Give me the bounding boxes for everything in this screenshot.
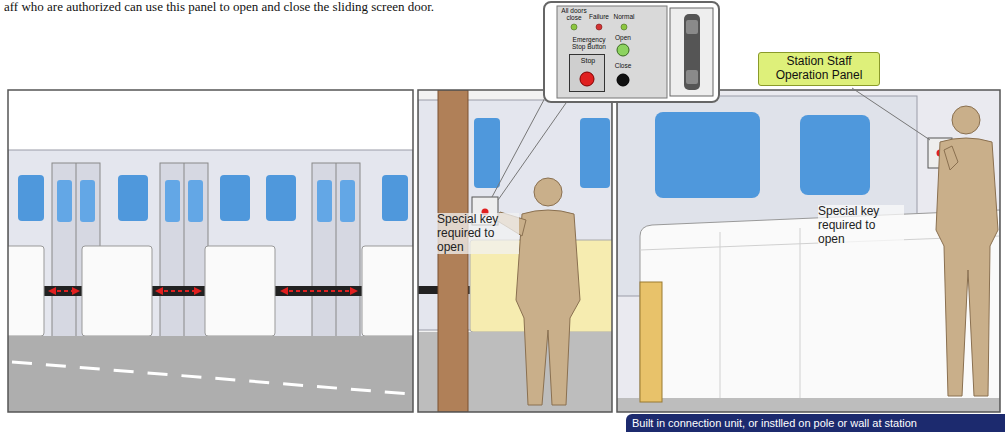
door-panel-scene-part-part xyxy=(720,232,721,405)
panel-inset-part xyxy=(557,6,667,98)
note-text: aff who are authorized can use this pane… xyxy=(4,0,434,14)
button-label: Open xyxy=(609,35,637,42)
panel-inset xyxy=(543,1,720,103)
pole-panel-scene xyxy=(418,90,615,412)
door-panel-scene-part xyxy=(617,96,1000,412)
platform-scene-part-part xyxy=(18,175,44,221)
panel-inset-part xyxy=(621,24,627,30)
panel-inset-part xyxy=(543,1,720,103)
pole-panel-scene-part-part xyxy=(474,118,500,188)
platform-scene-part-part xyxy=(340,180,355,222)
platform-scene-part-part xyxy=(362,246,413,336)
indicator-label: All doors close xyxy=(558,8,590,21)
callout-box: Station Staff Operation Panel xyxy=(758,52,880,86)
platform-scene-part-part xyxy=(282,290,356,292)
indicator-label: Failure xyxy=(585,14,613,21)
platform-scene-part xyxy=(8,90,413,412)
callout-text: Special key required to open xyxy=(437,213,519,254)
platform-scene-part-part xyxy=(165,180,180,222)
pole-panel-scene-part xyxy=(492,96,546,197)
platform-scene-part-part xyxy=(188,180,203,222)
button-label: Stop xyxy=(570,57,606,64)
button-frame: Stop xyxy=(569,54,605,92)
platform-scene-part-part xyxy=(12,362,410,394)
door-panel-scene-part-part xyxy=(952,106,980,134)
platform-scene-part xyxy=(8,150,413,412)
platform-scene-part-part xyxy=(50,290,78,292)
platform-scene-part-part xyxy=(80,180,95,222)
callout-text: Special key required to open xyxy=(818,205,904,246)
platform-scene xyxy=(4,90,418,412)
platform-scene-part-part xyxy=(317,180,332,222)
platform-scene-part-part xyxy=(160,163,208,338)
platform-scene-part-part xyxy=(8,150,413,338)
platform-scene-part-part xyxy=(157,290,200,292)
door-panel-scene-part-part xyxy=(617,398,1000,412)
panel-inset-part xyxy=(571,24,577,30)
door-panel-scene-part xyxy=(617,90,1000,412)
pole-panel-scene-part-part xyxy=(534,178,562,206)
platform-scene-part xyxy=(8,90,413,412)
door-panel-scene-part-part xyxy=(800,115,870,195)
panel-inset-part xyxy=(569,54,605,92)
door-panel-scene-part-part xyxy=(800,228,801,405)
platform-scene-part-part xyxy=(220,175,250,221)
callout-text: Station Staff Operation Panel xyxy=(763,55,875,83)
pole-panel-scene-part xyxy=(418,90,612,412)
platform-scene-part-part xyxy=(382,175,408,221)
platform-scene-part-part xyxy=(205,246,275,336)
platform-scene-part-part xyxy=(8,246,44,336)
button-label: Close xyxy=(609,63,637,70)
panel-inset-part xyxy=(686,20,698,34)
door-panel-scene-part xyxy=(617,90,1000,412)
panel-inset-part xyxy=(686,70,698,84)
platform-scene-part-part xyxy=(336,163,337,338)
stop-button-box: Stop Emergency Stop Button xyxy=(566,37,612,95)
pole-panel-scene-part-part xyxy=(516,210,580,405)
door-panel-scene-part-part xyxy=(944,146,958,170)
platform-scene-part-part xyxy=(184,163,185,338)
door-panel-scene-part-part xyxy=(640,282,662,402)
caption-band: Built in connection unit, or instlled on… xyxy=(626,414,1005,432)
panel-inset-part xyxy=(670,8,713,96)
panel-inset-part xyxy=(596,24,602,30)
door-panel-scene xyxy=(617,88,1000,412)
indicator-label: Normal xyxy=(610,14,638,21)
platform-scene-part-part xyxy=(118,175,148,221)
button-heading: Emergency Stop Button xyxy=(566,37,612,50)
pole-panel-scene-part xyxy=(498,103,566,200)
platform-scene-part-part xyxy=(266,175,296,221)
door-panel-scene-part xyxy=(852,88,930,140)
panel-inset-box: All doors closeFailureNormalOpenCloseSto… xyxy=(543,1,720,103)
panel-inset-part xyxy=(684,14,700,90)
platform-scene-part-part xyxy=(82,246,152,336)
door-panel-scene-part-part xyxy=(936,138,998,396)
platform-scene-part-part xyxy=(8,336,413,412)
platform-scene-part-part xyxy=(57,180,72,222)
pole-panel-scene-part-part xyxy=(580,118,610,188)
panel-inset-part xyxy=(617,74,629,86)
panel-inset-part xyxy=(617,44,629,56)
panel-inset-part xyxy=(580,72,594,86)
caption-text: Built in connection unit, or instlled on… xyxy=(632,418,917,429)
door-panel-scene-part-part xyxy=(655,112,760,198)
platform-scene-part-part xyxy=(76,163,77,338)
pole-panel-scene-part xyxy=(418,90,612,412)
platform-scene-part-part xyxy=(312,163,360,338)
